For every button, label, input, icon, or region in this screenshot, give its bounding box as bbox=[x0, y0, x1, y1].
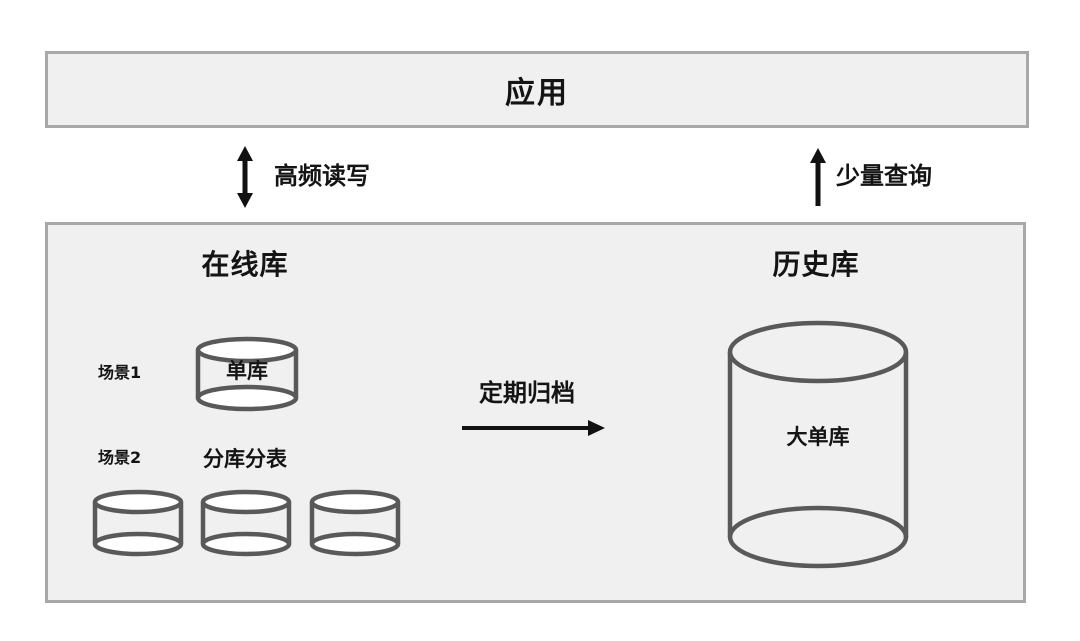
scenario2-label: 场景2 bbox=[98, 448, 142, 467]
single-db-label: 单库 bbox=[226, 359, 268, 383]
single-db-cylinder-icon bbox=[195, 336, 299, 412]
up-arrow-icon bbox=[810, 148, 826, 206]
bidirectional-arrow-icon bbox=[237, 146, 253, 208]
big-db-cylinder-icon bbox=[727, 320, 909, 569]
big-db-label: 大单库 bbox=[786, 425, 850, 449]
shard-cylinder-icon bbox=[200, 489, 292, 557]
archive-label: 定期归档 bbox=[479, 379, 575, 407]
shard-cylinder-icon bbox=[309, 489, 401, 557]
sharding-label: 分库分表 bbox=[203, 447, 287, 471]
history-store-title: 历史库 bbox=[772, 248, 860, 281]
application-box: 应用 bbox=[45, 51, 1029, 128]
scenario1-label: 场景1 bbox=[98, 363, 142, 382]
right-arrow-icon bbox=[462, 420, 605, 436]
online-store-title: 在线库 bbox=[201, 248, 289, 281]
shard-cylinder-icon bbox=[92, 489, 184, 557]
storage-box: 在线库 历史库 场景1 单库 场景2 分库分表 bbox=[45, 222, 1026, 603]
high-frequency-rw-label: 高频读写 bbox=[274, 162, 370, 190]
application-label: 应用 bbox=[505, 75, 569, 111]
few-queries-label: 少量查询 bbox=[836, 162, 932, 190]
